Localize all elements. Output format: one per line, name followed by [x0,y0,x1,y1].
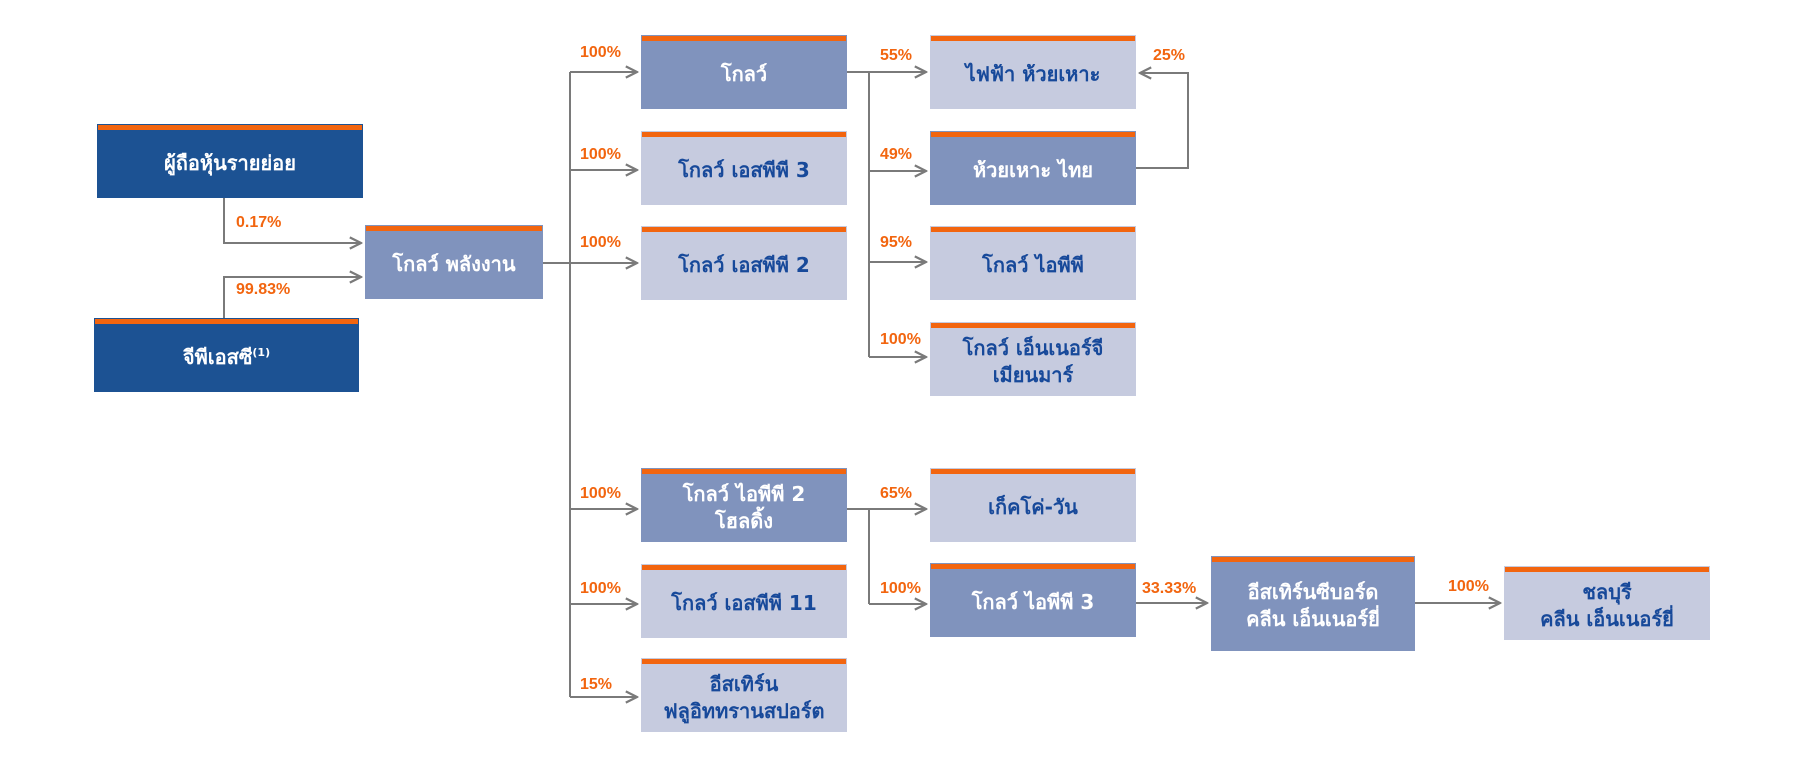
ownership-percent-label: 100% [1448,578,1489,595]
entity-label: โกลว์ พลังงาน [392,252,516,276]
entity-glow-ipp: โกลว์ ไอพีพี [930,226,1136,300]
entity-label: ห้วยเหาะ ไทย [972,158,1094,182]
entity-label: โกลว์ [720,62,768,86]
entity-glow: โกลว์ [641,35,847,109]
ownership-percent-label: 55% [880,47,913,64]
ownership-percent-label: 25% [1153,47,1186,64]
entity-glow-spp2: โกลว์ เอสพีพี 2 [641,226,847,300]
entity-eastern-seaboard-clean-energy: อีสเทิร์นซีบอร์ด คลีน เอ็นเนอร์ยี่ [1211,556,1415,651]
entity-label: อีสเทิร์น ฟลูอิททรานสปอร์ต [663,671,825,723]
entity-label: โกลว์ ไอพีพี [982,253,1084,277]
entity-glow-spp3: โกลว์ เอสพีพี 3 [641,131,847,205]
entity-label: โกลว์ เอสพีพี 3 [678,158,810,182]
entity-houay-ho-power: ไฟฟ้า ห้วยเหาะ [930,35,1136,109]
connector-houay-ho-thai-to-power [1136,73,1189,169]
ownership-percent-label: 100% [880,331,921,348]
ownership-percent-label: 99.83% [236,281,291,298]
entity-glow-energy-myanmar: โกลว์ เอ็นเนอร์จี เมียนมาร์ [930,322,1136,396]
ownership-percent-label: 49% [880,146,913,163]
ownership-percent-label: 100% [580,146,621,163]
entity-chonburi-clean-energy: ชลบุรี คลีน เอ็นเนอร์ยี่ [1504,566,1710,640]
ownership-percent-label: 65% [880,485,913,502]
entity-retail-shareholders: ผู้ถือหุ้นรายย่อย [97,124,363,198]
entity-label: ไฟฟ้า ห้วยเหาะ [965,62,1101,86]
ownership-percent-label: 33.33% [1142,580,1197,597]
entity-label: โกลว์ ไอพีพี 2 โฮลดิ้ง [682,481,806,533]
entity-xeco-one: เก็คโค่-วัน [930,468,1136,542]
entity-glow-ipp3: โกลว์ ไอพีพี 3 [930,563,1136,637]
ownership-percent-label: 15% [580,676,613,693]
entity-glow-energy: โกลว์ พลังงาน [365,225,543,299]
entity-label: โกลว์ เอ็นเนอร์จี เมียนมาร์ [962,335,1104,387]
ownership-percent-label: 95% [880,234,913,251]
entity-gpsc: จีพีเอสซี(1) [94,318,359,392]
entity-label: โกลว์ เอสพีพี 2 [678,253,810,277]
entity-label: ผู้ถือหุ้นรายย่อย [164,151,296,175]
entity-glow-spp11: โกลว์ เอสพีพี 11 [641,564,847,638]
ownership-percent-label: 100% [580,580,621,597]
entity-label: อีสเทิร์นซีบอร์ด คลีน เอ็นเนอร์ยี่ [1246,580,1380,631]
ownership-percent-label: 100% [880,580,921,597]
ownership-percent-label: 100% [580,485,621,502]
ownership-percent-label: 100% [580,234,621,251]
entity-label: เก็คโค่-วัน [988,495,1078,519]
entity-houay-ho-thai: ห้วยเหาะ ไทย [930,131,1136,205]
entity-eastern-fluid-transport: อีสเทิร์น ฟลูอิททรานสปอร์ต [641,658,847,732]
entity-label: โกลว์ เอสพีพี 11 [671,591,817,615]
footnote-marker: (1) [252,346,271,359]
ownership-percent-label: 0.17% [236,214,282,231]
entity-label: ชลบุรี คลีน เอ็นเนอร์ยี่ [1540,579,1674,631]
ownership-percent-label: 100% [580,44,621,61]
entity-label: โกลว์ ไอพีพี 3 [971,590,1095,614]
entity-label: จีพีเอสซี [182,345,253,369]
entity-glow-ipp2-holding: โกลว์ ไอพีพี 2 โฮลดิ้ง [641,468,847,542]
